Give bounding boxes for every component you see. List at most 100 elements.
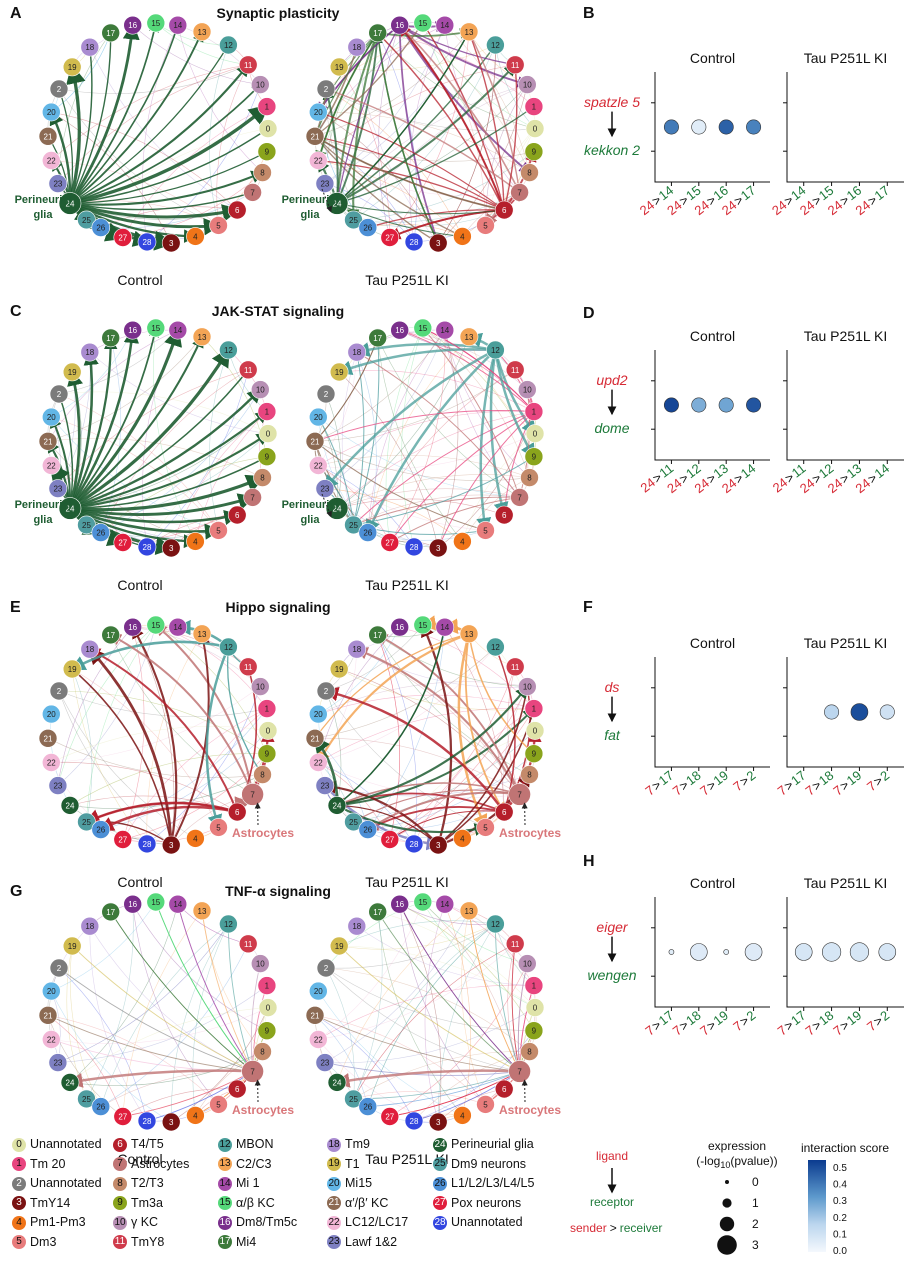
node-label-9: 9 — [265, 1027, 270, 1036]
node-label-25: 25 — [349, 1095, 358, 1104]
node-1 — [257, 402, 277, 421]
callout-label: Astrocytes — [232, 826, 294, 840]
dotplot-point — [691, 397, 707, 413]
node-24 — [60, 1073, 80, 1092]
node-7 — [241, 783, 264, 806]
legend-label: Unannotated — [451, 1215, 523, 1229]
node-label-13: 13 — [465, 333, 474, 342]
node-label-6: 6 — [502, 206, 507, 215]
node-label-15: 15 — [151, 621, 160, 630]
node-8 — [520, 765, 539, 784]
node-label-16: 16 — [128, 326, 137, 335]
node-6 — [494, 505, 514, 525]
node-7 — [243, 183, 262, 202]
node-label-21: 21 — [311, 437, 320, 446]
node-12 — [219, 340, 238, 360]
x-tick-label: 7>18 — [803, 1008, 837, 1039]
node-label-0: 0 — [266, 430, 271, 439]
callout-label: glia — [34, 514, 54, 526]
legend-swatch: 3 — [12, 1196, 26, 1211]
expr-size-dot — [717, 1235, 737, 1255]
node-label-19: 19 — [68, 368, 77, 377]
node-15 — [146, 615, 166, 635]
legend-label: Tm 20 — [30, 1156, 66, 1171]
node-12 — [486, 340, 505, 360]
node-label-28: 28 — [410, 238, 419, 247]
node-label-28: 28 — [143, 238, 152, 247]
node-label-11: 11 — [244, 61, 253, 70]
node-27 — [380, 228, 400, 247]
node-label-20: 20 — [47, 413, 56, 422]
node-label-4: 4 — [193, 834, 198, 843]
node-8 — [253, 1042, 272, 1061]
node-label-1: 1 — [265, 103, 270, 112]
node-11 — [505, 55, 525, 75]
score-tick: 0.0 — [833, 1246, 847, 1257]
network-A-left: 0123456789101112131415161718192021222324… — [15, 13, 278, 288]
node-11 — [505, 657, 525, 677]
ligand-label: spatzle 5 — [584, 94, 640, 110]
node-15 — [413, 892, 433, 912]
node-label-17: 17 — [373, 29, 382, 38]
legend-label: α/β KC — [236, 1195, 275, 1210]
node-1 — [257, 699, 277, 718]
node-label-19: 19 — [68, 665, 77, 674]
node-4 — [186, 227, 205, 246]
node-label-5: 5 — [483, 823, 488, 832]
node-label-14: 14 — [440, 21, 449, 30]
key-sender-receiver: sender>receiver — [570, 1221, 662, 1235]
node-label-27: 27 — [385, 234, 394, 243]
node-13 — [459, 901, 479, 921]
node-label-7: 7 — [250, 493, 255, 502]
node-4 — [453, 532, 472, 551]
callout-pointer — [321, 188, 332, 213]
node-8 — [520, 468, 539, 487]
legend-swatch: 28 — [433, 1215, 447, 1230]
node-21 — [305, 1005, 325, 1025]
legend-swatch: 27 — [433, 1196, 447, 1211]
dotplot-axes — [654, 72, 770, 183]
node-label-28: 28 — [410, 543, 419, 552]
node-label-2: 2 — [324, 964, 329, 973]
legend-label: LC12/LC17 — [345, 1215, 409, 1229]
dotplot-point — [878, 943, 897, 961]
node-label-16: 16 — [128, 900, 137, 909]
node-label-15: 15 — [418, 324, 427, 333]
svg-text:7>17: 7>17 — [775, 768, 809, 799]
node-label-9: 9 — [265, 750, 270, 759]
node-24 — [58, 192, 82, 215]
node-17 — [368, 902, 388, 922]
node-label-4: 4 — [460, 232, 465, 241]
x-tick-label: 24>14 — [719, 461, 759, 497]
legend-label: T2/T3 — [131, 1176, 164, 1190]
node-label-17: 17 — [373, 631, 382, 640]
node-label-14: 14 — [440, 326, 449, 335]
node-28 — [137, 232, 157, 252]
node-label-18: 18 — [352, 645, 361, 654]
legend-swatch: 9 — [113, 1196, 127, 1211]
node-label-27: 27 — [385, 539, 394, 548]
node-8 — [520, 1042, 539, 1061]
node-label-24: 24 — [333, 1078, 342, 1087]
node-16 — [390, 320, 410, 340]
node-13 — [459, 22, 479, 42]
node-label-0: 0 — [533, 430, 538, 439]
dotplot-condition: Control — [690, 635, 735, 651]
node-9 — [257, 447, 277, 467]
dotplot-point — [723, 949, 730, 955]
node-label-24: 24 — [66, 504, 75, 513]
legend-swatch: 10 — [113, 1215, 127, 1230]
node-3 — [428, 233, 448, 253]
node-14 — [168, 617, 188, 637]
node-label-5: 5 — [216, 823, 221, 832]
receptor-label: kekkon 2 — [584, 142, 640, 158]
node-12 — [486, 35, 505, 55]
node-19 — [329, 362, 349, 382]
node-6 — [227, 505, 247, 525]
node-6 — [494, 802, 514, 822]
node-label-12: 12 — [491, 920, 500, 929]
node-27 — [113, 228, 133, 247]
node-label-9: 9 — [532, 750, 537, 759]
node-label-3: 3 — [436, 239, 441, 248]
